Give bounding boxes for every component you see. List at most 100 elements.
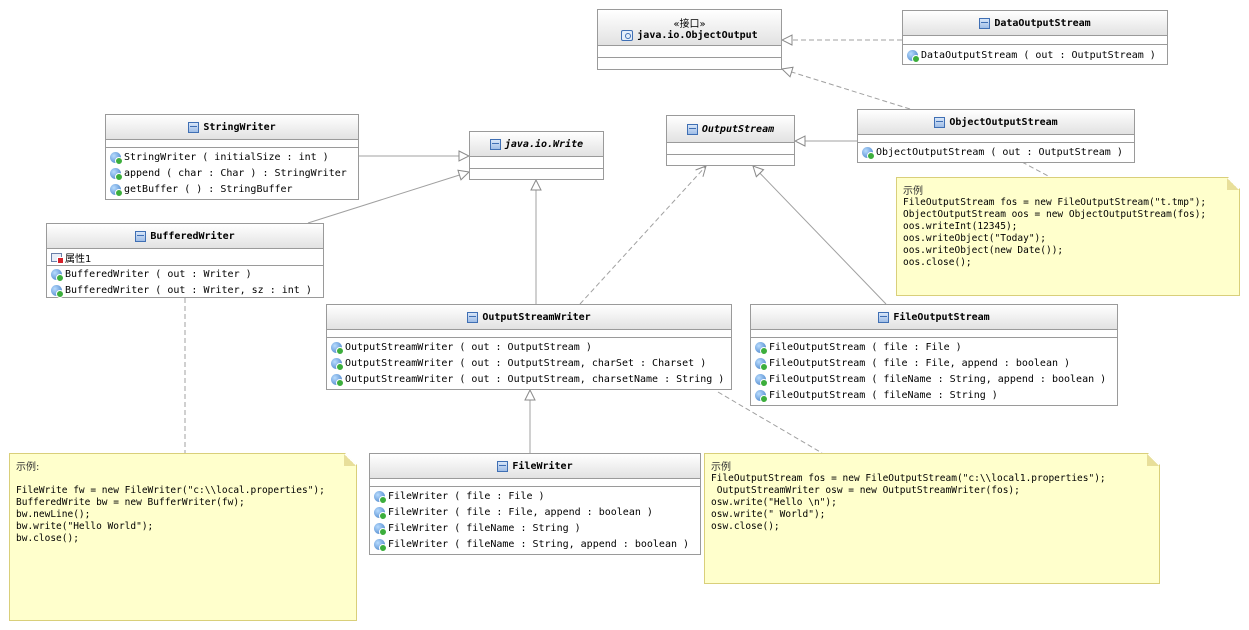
edge-objectoutputstream-realizes-objectoutput xyxy=(782,69,911,110)
class-java-io-objectoutput[interactable]: «接口» java.io.ObjectOutput xyxy=(597,9,782,70)
class-header: BufferedWriter xyxy=(47,224,323,249)
operation[interactable]: FileOutputStream ( file : File, append :… xyxy=(755,355,1113,371)
class-objectoutputstream[interactable]: ObjectOutputStream ObjectOutputStream ( … xyxy=(857,109,1135,163)
operation-icon xyxy=(331,357,344,371)
operation-icon xyxy=(110,183,123,197)
operation[interactable]: getBuffer ( ) : StringBuffer xyxy=(110,181,354,197)
operation-icon xyxy=(755,357,768,371)
operation[interactable]: FileWriter ( fileName : String, append :… xyxy=(374,536,696,552)
class-icon xyxy=(934,116,946,128)
interface-icon xyxy=(621,29,634,41)
class-name: OutputStreamWriter xyxy=(482,311,591,323)
note-title: 示例 xyxy=(711,462,731,473)
class-header: FileOutputStream xyxy=(751,305,1117,330)
class-fileoutputstream[interactable]: FileOutputStream FileOutputStream ( file… xyxy=(750,304,1118,406)
attributes-section xyxy=(327,330,731,338)
note-line: FileOutputStream fos = new FileOutputStr… xyxy=(903,197,1207,208)
operation-icon xyxy=(331,341,344,355)
operations-section: StringWriter ( initialSize : int ) appen… xyxy=(106,148,358,199)
attribute[interactable]: 属性1 xyxy=(51,250,319,265)
note-objectoutputstream-example[interactable]: 示例 FileOutputStream fos = new FileOutput… xyxy=(896,177,1240,296)
note-link-outputstreamwriter xyxy=(717,391,823,454)
operation[interactable]: FileOutputStream ( fileName : String, ap… xyxy=(755,371,1113,387)
note-line: FileWrite fw = new FileWriter("c:\\local… xyxy=(16,485,325,496)
note-outputstreamwriter-example[interactable]: 示例 FileOutputStream fos = new FileOutput… xyxy=(704,453,1160,584)
class-icon xyxy=(489,138,501,150)
note-line: bw.close(); xyxy=(16,533,79,544)
operations-section: OutputStreamWriter ( out : OutputStream … xyxy=(327,338,731,389)
attributes-section xyxy=(370,479,700,487)
class-header: ObjectOutputStream xyxy=(858,110,1134,135)
attributes-section: 属性1 xyxy=(47,249,323,266)
class-bufferedwriter[interactable]: BufferedWriter 属性1 BufferedWriter ( out … xyxy=(46,223,324,298)
attributes-section xyxy=(751,330,1117,338)
operation[interactable]: DataOutputStream ( out : OutputStream ) xyxy=(907,47,1163,63)
note-line: osw.close(); xyxy=(711,521,780,532)
class-name: FileWriter xyxy=(512,460,573,472)
note-bufferedwriter-example[interactable]: 示例: FileWrite fw = new FileWriter("c:\\l… xyxy=(9,453,357,621)
attributes-section xyxy=(903,36,1167,45)
note-line: oos.writeObject(new Date()); xyxy=(903,245,1064,256)
operation[interactable]: OutputStreamWriter ( out : OutputStream,… xyxy=(331,355,727,371)
operation[interactable]: FileOutputStream ( fileName : String ) xyxy=(755,387,1113,403)
class-name: OutputStream xyxy=(701,123,775,135)
operation[interactable]: FileWriter ( fileName : String ) xyxy=(374,520,696,536)
note-line: BufferedWrite bw = new BufferWriter(fw); xyxy=(16,497,245,508)
class-filewriter[interactable]: FileWriter FileWriter ( file : File ) Fi… xyxy=(369,453,701,555)
class-header: OutputStreamWriter xyxy=(327,305,731,330)
operation[interactable]: FileOutputStream ( file : File ) xyxy=(755,339,1113,355)
class-header: FileWriter xyxy=(370,454,700,479)
operation[interactable]: StringWriter ( initialSize : int ) xyxy=(110,149,354,165)
operation[interactable]: OutputStreamWriter ( out : OutputStream,… xyxy=(331,371,727,387)
attributes-section xyxy=(106,140,358,148)
operations-section: FileWriter ( file : File ) FileWriter ( … xyxy=(370,487,700,554)
note-line: oos.writeObject("Today"); xyxy=(903,233,1046,244)
operation[interactable]: FileWriter ( file : File ) xyxy=(374,488,696,504)
operation-icon xyxy=(374,490,387,504)
note-link-objectoutputstream xyxy=(1021,161,1051,178)
edge-outputstreamwriter-uses-outputstream xyxy=(579,166,706,305)
class-dataoutputstream[interactable]: DataOutputStream DataOutputStream ( out … xyxy=(902,10,1168,65)
class-icon xyxy=(135,230,147,242)
operation[interactable]: FileWriter ( file : File, append : boole… xyxy=(374,504,696,520)
note-title: 示例 xyxy=(903,186,923,197)
operation-icon xyxy=(755,389,768,403)
operation[interactable]: append ( char : Char ) : StringWriter xyxy=(110,165,354,181)
note-line: oos.close(); xyxy=(903,257,972,268)
attributes-section xyxy=(667,143,794,155)
class-icon xyxy=(467,311,479,323)
operation-icon xyxy=(374,538,387,552)
note-line: bw.newLine(); xyxy=(16,509,91,520)
class-name: FileOutputStream xyxy=(893,311,990,323)
class-name: BufferedWriter xyxy=(150,230,235,242)
class-java-io-write[interactable]: java.io.Write xyxy=(469,131,604,180)
class-icon xyxy=(686,123,698,135)
note-line: osw.write(" World"); xyxy=(711,509,826,520)
class-header: java.io.Write xyxy=(470,132,603,157)
operation-icon xyxy=(110,167,123,181)
edge-bufferedwriter-extends-write xyxy=(307,172,469,224)
note-line: ObjectOutputStream oos = new ObjectOutpu… xyxy=(903,209,1207,220)
edge-fileoutputstream-extends-outputstream xyxy=(753,166,887,305)
class-outputstream[interactable]: OutputStream xyxy=(666,115,795,166)
operation[interactable]: OutputStreamWriter ( out : OutputStream … xyxy=(331,339,727,355)
note-title: 示例: xyxy=(16,462,40,473)
class-name: DataOutputStream xyxy=(994,17,1091,29)
operation[interactable]: BufferedWriter ( out : Writer ) xyxy=(51,266,319,282)
operation-icon xyxy=(755,373,768,387)
note-line: FileOutputStream fos = new FileOutputStr… xyxy=(711,473,1106,484)
operations-section xyxy=(598,58,781,69)
operation-icon xyxy=(51,284,64,298)
class-stringwriter[interactable]: StringWriter StringWriter ( initialSize … xyxy=(105,114,359,200)
operation[interactable]: BufferedWriter ( out : Writer, sz : int … xyxy=(51,282,319,298)
class-name: ObjectOutputStream xyxy=(949,116,1058,128)
class-name: java.io.Write xyxy=(504,138,584,150)
operation[interactable]: ObjectOutputStream ( out : OutputStream … xyxy=(862,144,1130,160)
operation-icon xyxy=(755,341,768,355)
attributes-section xyxy=(470,157,603,169)
operation-icon xyxy=(110,151,123,165)
note-line: bw.write("Hello World"); xyxy=(16,521,154,532)
class-icon xyxy=(979,17,991,29)
class-icon xyxy=(188,121,200,133)
class-outputstreamwriter[interactable]: OutputStreamWriter OutputStreamWriter ( … xyxy=(326,304,732,390)
